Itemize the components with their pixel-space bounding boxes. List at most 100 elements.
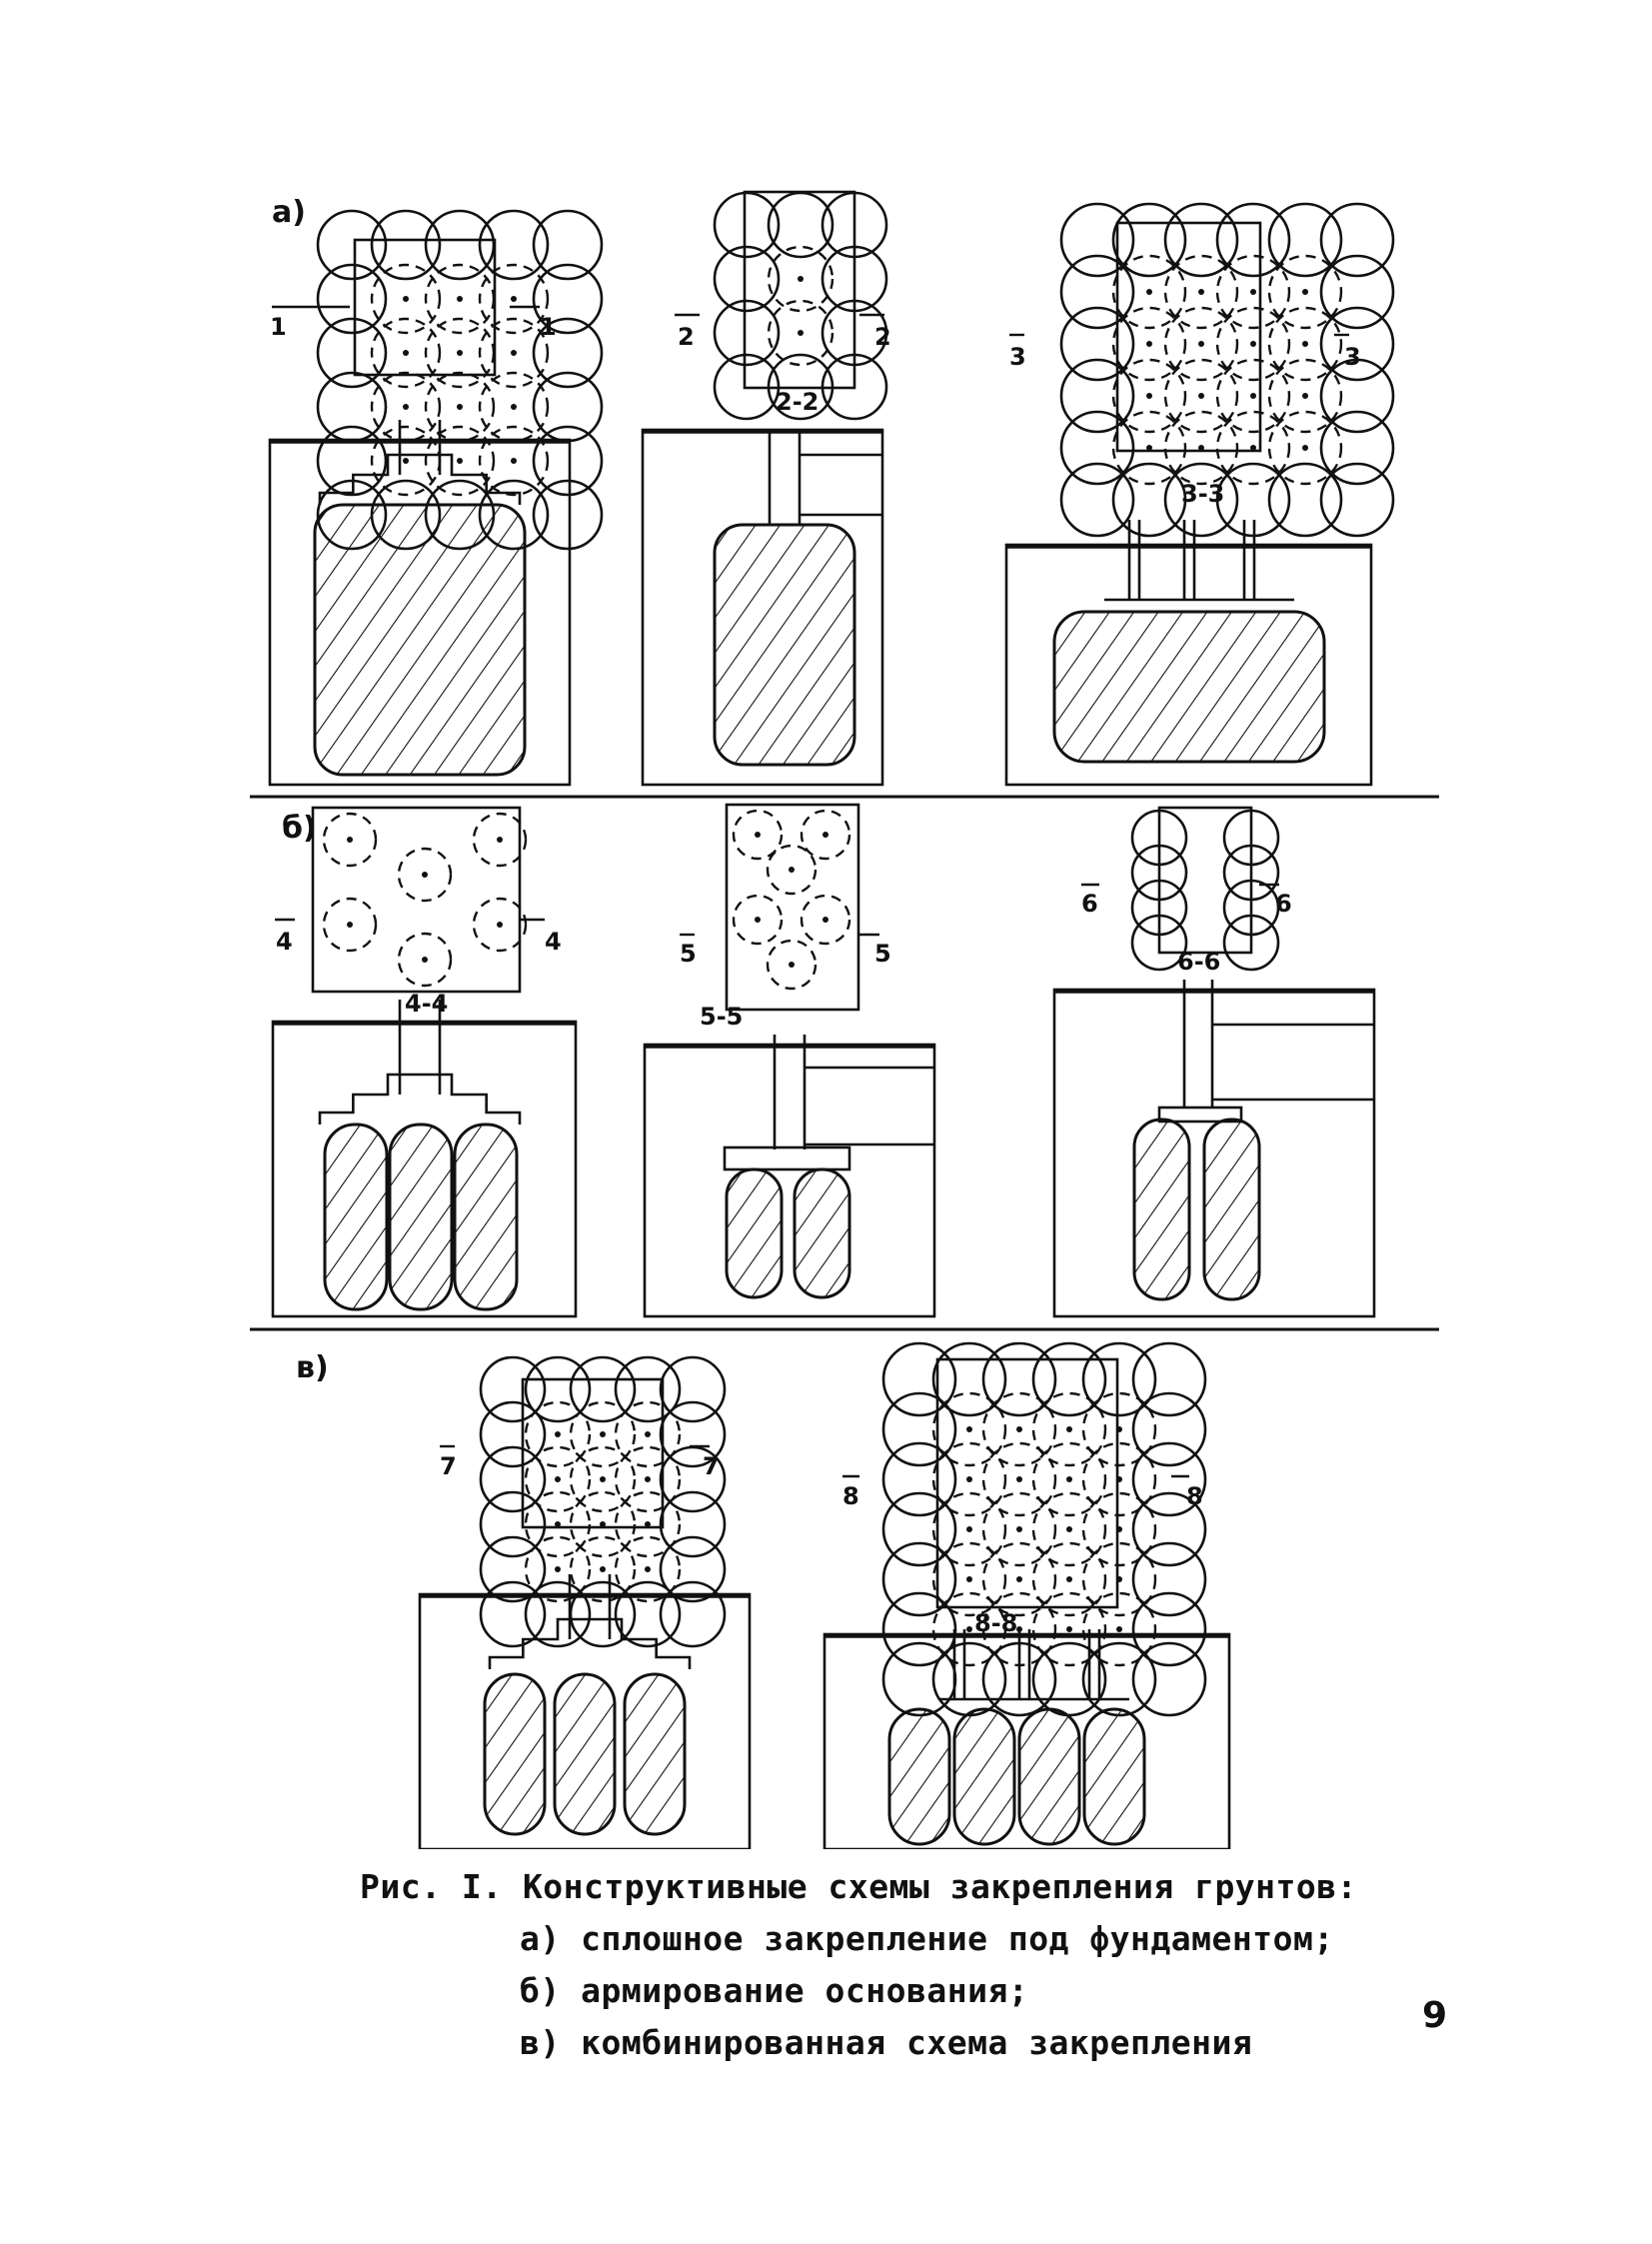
column-center-dot xyxy=(457,350,463,356)
soil-section-frame xyxy=(641,428,884,787)
column-center-dot xyxy=(1250,289,1256,295)
panel-label-b: б) xyxy=(282,811,317,846)
section-mark-8-left: 8 xyxy=(842,1482,859,1510)
dashed-column-circle xyxy=(981,1541,1057,1617)
dashed-column-circle xyxy=(322,897,378,953)
section-mark-5-right: 5 xyxy=(874,940,891,968)
dashed-column-circle xyxy=(1163,254,1239,330)
dashed-column-circle xyxy=(569,1490,637,1558)
cut-label-8-8: 8-8 xyxy=(974,1609,1017,1637)
column-circle xyxy=(1059,358,1135,434)
panel-label-a: а) xyxy=(272,195,306,230)
column-circle xyxy=(1319,462,1395,538)
stepped-footing xyxy=(318,453,522,505)
dashed-column-circle xyxy=(981,1491,1057,1567)
column-center-dot xyxy=(600,1431,606,1437)
section-mark-2-left: 2 xyxy=(678,323,695,351)
column-circle xyxy=(1130,809,1188,867)
column-center-dot xyxy=(511,296,517,302)
section-views xyxy=(268,420,1376,1849)
section-mark-8-right: 8 xyxy=(1186,1482,1203,1510)
dashed-column-circle xyxy=(1081,1491,1157,1567)
dashed-column-circle xyxy=(478,317,550,389)
stabilized-soil-column xyxy=(1132,1118,1191,1301)
column-circle xyxy=(1319,358,1395,434)
dashed-column-circle xyxy=(1267,410,1343,486)
column-center-dot xyxy=(347,837,353,843)
column-circle xyxy=(1319,306,1395,382)
column-circle xyxy=(981,1341,1057,1417)
column-center-dot xyxy=(1146,289,1152,295)
column-center-dot xyxy=(1066,1576,1072,1582)
column-circle xyxy=(316,371,388,443)
figure-caption: Рис. I. Конструктивные схемы закрепления… xyxy=(360,1861,1357,2069)
column-center-dot xyxy=(555,1521,561,1527)
column-center-dot xyxy=(555,1431,561,1437)
section-mark-7-right: 7 xyxy=(703,1452,720,1480)
dashed-column-circle xyxy=(931,1441,1007,1517)
column-circle xyxy=(479,1400,547,1468)
column-center-dot xyxy=(1016,1576,1022,1582)
column-circle xyxy=(1131,1541,1207,1617)
soil-section-frame xyxy=(643,1043,936,1318)
column-center-dot xyxy=(1116,1626,1122,1632)
column-circle xyxy=(659,1580,727,1648)
column-center-dot xyxy=(600,1566,606,1572)
stabilized-soil-column xyxy=(623,1672,687,1836)
column-center-dot xyxy=(600,1476,606,1482)
page-number: 9 xyxy=(1422,1995,1448,2036)
column-center-dot xyxy=(789,867,795,873)
column-circle xyxy=(479,1355,547,1423)
column-circle xyxy=(424,209,496,281)
column-circle xyxy=(479,1580,547,1648)
column-circle xyxy=(316,317,388,389)
stabilized-soil-column xyxy=(453,1122,519,1311)
column-circle xyxy=(1059,462,1135,538)
caption-title: Рис. I. Конструктивные схемы закрепления… xyxy=(360,1867,1358,1906)
column-circle xyxy=(1059,254,1135,330)
column-center-dot xyxy=(966,1526,972,1532)
section-mark-6-right: 6 xyxy=(1275,890,1292,918)
column-center-dot xyxy=(966,1426,972,1432)
column-center-dot xyxy=(497,922,503,928)
stabilized-soil-column xyxy=(388,1122,454,1311)
column-center-dot xyxy=(1066,1476,1072,1482)
column-center-dot xyxy=(422,957,428,963)
dashed-column-circle xyxy=(1111,254,1187,330)
dashed-column-circle xyxy=(397,847,453,903)
column-circle xyxy=(1059,306,1135,382)
section-mark-1-right: 1 xyxy=(540,313,557,341)
dashed-column-circle xyxy=(1081,1391,1157,1467)
column-circle xyxy=(1130,879,1188,937)
dashed-column-circle xyxy=(1215,358,1291,434)
column-center-dot xyxy=(1250,445,1256,451)
column-circle xyxy=(1319,202,1395,278)
dashed-column-circle xyxy=(931,1591,1007,1667)
soil-section-frame xyxy=(823,1632,1231,1849)
dashed-column-circle xyxy=(472,897,528,953)
column-circle xyxy=(1222,844,1280,902)
column-center-dot xyxy=(823,832,828,838)
column-center-dot xyxy=(1198,393,1204,399)
column-center-dot xyxy=(1250,393,1256,399)
column-circle xyxy=(1267,462,1343,538)
dashed-column-circle xyxy=(1215,254,1291,330)
cut-label-4-4: 4-4 xyxy=(405,990,448,1018)
dashed-column-circle xyxy=(1267,306,1343,382)
column-circle xyxy=(1222,914,1280,972)
dashed-column-circle xyxy=(732,809,784,861)
column-circle xyxy=(1131,1591,1207,1667)
column-center-dot xyxy=(798,276,804,282)
foundation-outline xyxy=(311,806,522,994)
column-circle xyxy=(1081,1341,1157,1417)
column-center-dot xyxy=(403,458,409,464)
column-circle xyxy=(1163,202,1239,278)
dashed-column-circle xyxy=(767,299,834,367)
dashed-column-circle xyxy=(1111,410,1187,486)
cut-label-2-2: 2-2 xyxy=(776,388,819,416)
foundation-outline xyxy=(743,190,856,390)
column-circle xyxy=(713,245,781,313)
column-center-dot xyxy=(1146,341,1152,347)
dashed-column-circle xyxy=(931,1391,1007,1467)
